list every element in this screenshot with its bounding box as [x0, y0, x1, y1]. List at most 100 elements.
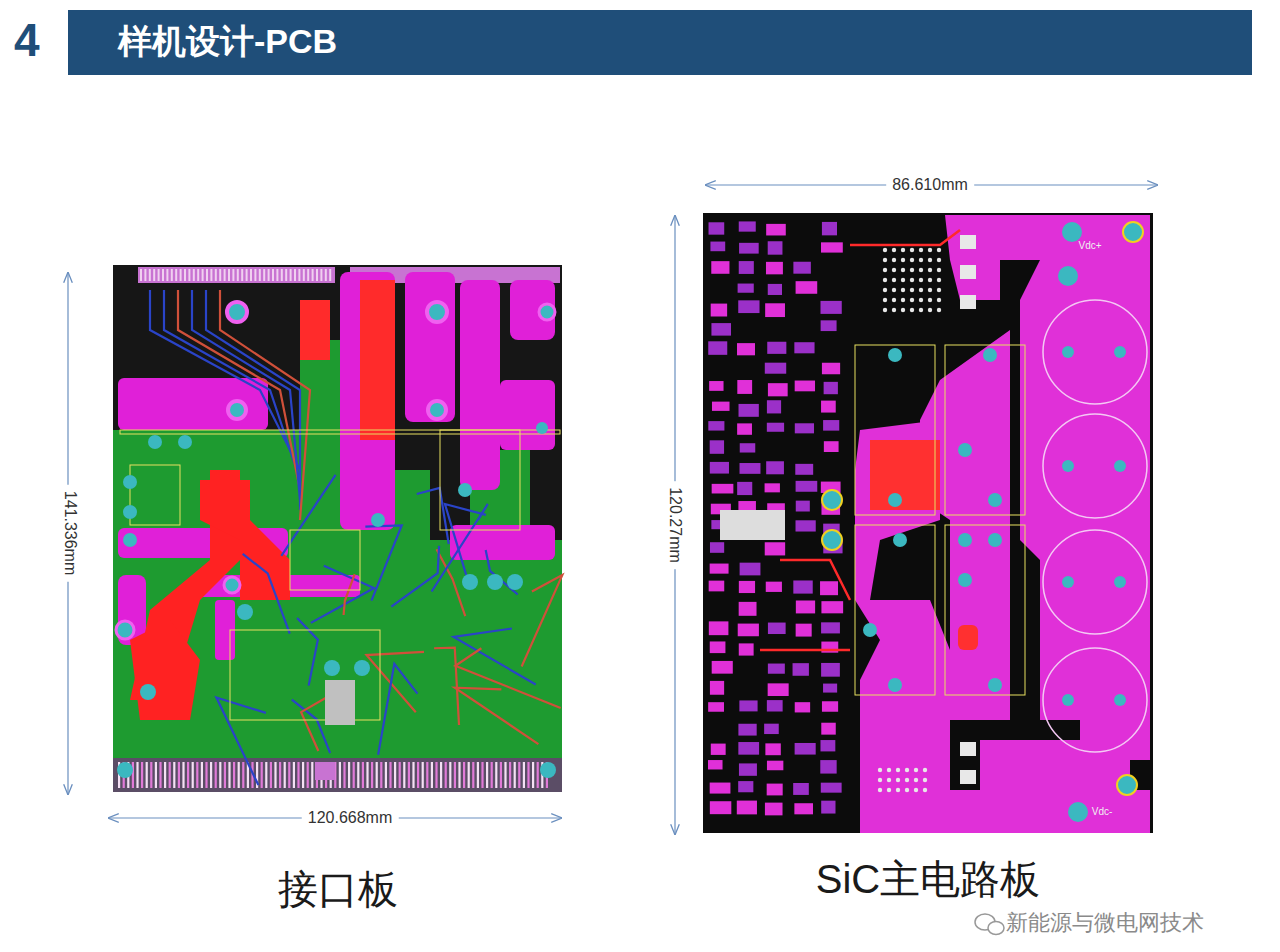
wechat-icon: [975, 914, 1004, 935]
smd-component: [796, 481, 818, 492]
red-copper: [300, 300, 330, 360]
thermal-via: [914, 778, 918, 782]
smd-component: [793, 663, 809, 676]
smd-component: [738, 624, 759, 637]
thermal-via: [883, 248, 887, 252]
smd-component: [795, 381, 815, 392]
via-pad: [354, 660, 370, 676]
thermal-via: [883, 298, 887, 302]
connector-pin: [523, 762, 525, 788]
thermal-via: [928, 258, 932, 262]
via-pad: [324, 660, 340, 676]
board-caption: SiC主电路板: [816, 855, 1040, 903]
pcb-base: [703, 213, 1153, 833]
smd-component: [820, 760, 836, 773]
thermal-via: [901, 288, 905, 292]
pcb-board: SiC主电路板: [703, 213, 1153, 903]
via-pad: [888, 348, 902, 362]
thermal-via: [928, 298, 932, 302]
thermal-via: [910, 268, 914, 272]
connector-pin: [276, 269, 278, 281]
pad: [720, 510, 785, 540]
smd-component: [796, 624, 812, 637]
via-pad: [539, 304, 555, 320]
connector-pin: [202, 269, 204, 281]
connector-pin: [224, 762, 226, 788]
smd-component: [767, 784, 783, 796]
thermal-via: [923, 768, 927, 772]
connector-pin: [514, 762, 516, 788]
connector-pin: [500, 762, 502, 788]
via-pad: [988, 533, 1002, 547]
connector-pin: [357, 762, 359, 788]
connector-pin: [394, 762, 396, 788]
connector-pin: [403, 762, 405, 788]
smd-component: [711, 261, 729, 274]
connector-pin: [431, 762, 433, 788]
via-pad: [1114, 346, 1126, 358]
via-pad: [427, 302, 447, 322]
connector-pin: [532, 762, 534, 788]
smd-component: [710, 440, 724, 453]
connector-pin: [144, 269, 146, 281]
smd-component: [766, 224, 786, 236]
smd-component: [765, 303, 785, 317]
connector-pin: [228, 269, 230, 281]
connector-pin: [173, 762, 175, 788]
connector-pin: [353, 762, 355, 788]
connector-pin: [162, 269, 164, 281]
power-copper: [980, 740, 1130, 790]
sic-module-outline: [945, 345, 1025, 515]
gate-trace: [850, 230, 960, 245]
via-pad: [140, 684, 156, 700]
smd-component: [710, 542, 724, 553]
smd-component: [767, 342, 786, 354]
thermal-via: [878, 768, 882, 772]
interface-pcb-art: [113, 265, 562, 792]
smd-component: [765, 803, 783, 816]
via-pad: [1068, 802, 1088, 822]
connector-pin: [290, 269, 292, 281]
thermal-via: [892, 258, 896, 262]
thermal-via: [910, 298, 914, 302]
thermal-via: [928, 268, 932, 272]
smd-component: [794, 803, 813, 814]
connector-pin: [389, 762, 391, 788]
dimension-label: 120.27mm: [666, 481, 684, 569]
smd-component: [768, 664, 785, 674]
smd-component: [821, 242, 843, 252]
thermal-via: [919, 308, 923, 312]
thermal-via: [905, 768, 909, 772]
smd-component: [737, 380, 752, 394]
red-copper: [130, 620, 200, 720]
connector-pin: [303, 269, 305, 281]
smd-component: [821, 801, 835, 814]
connector-pin: [182, 762, 184, 788]
thermal-via: [937, 268, 941, 272]
smd-component: [820, 581, 838, 595]
thermal-via: [923, 788, 927, 792]
smd-component: [795, 464, 813, 475]
connector-pin: [238, 762, 240, 788]
thermal-via: [919, 258, 923, 262]
connector-pin: [316, 269, 318, 281]
thermal-via: [901, 308, 905, 312]
smd-component: [794, 342, 814, 353]
connector-pin: [268, 269, 270, 281]
signal-trace: [445, 504, 486, 575]
signal-trace: [344, 574, 355, 615]
section-number: 4: [14, 14, 40, 67]
connector-pin: [312, 269, 314, 281]
smd-component: [739, 581, 755, 593]
silkscreen-outline: [230, 630, 380, 720]
connector-pin: [254, 269, 256, 281]
chip-package: [315, 762, 335, 780]
connector-pin: [263, 269, 265, 281]
via-pad: [1114, 694, 1126, 706]
via-pad: [224, 577, 240, 593]
via-pad: [822, 530, 842, 550]
connector-pin: [270, 762, 272, 788]
smd-component: [822, 701, 838, 711]
connector-pin: [132, 762, 134, 788]
smd-component: [768, 241, 783, 254]
